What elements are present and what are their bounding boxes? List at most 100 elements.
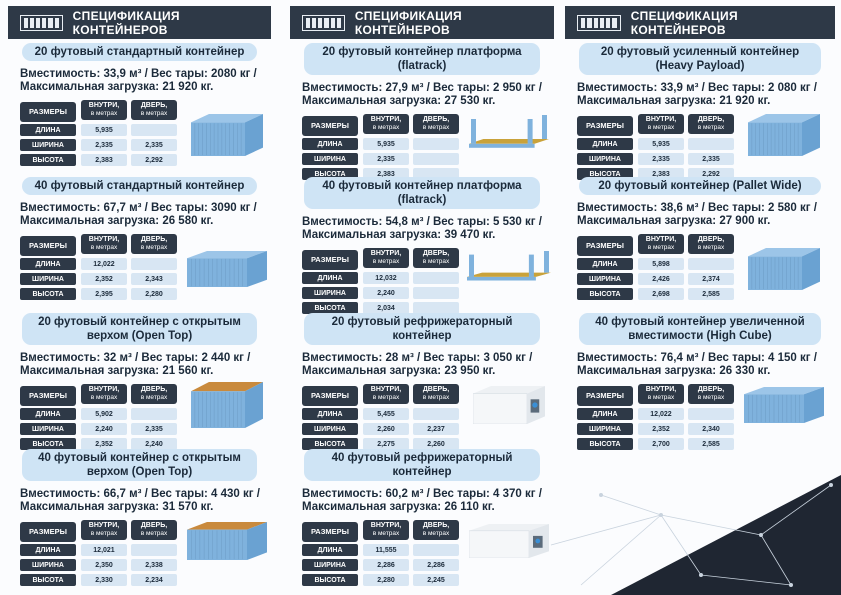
container-image [472, 386, 545, 429]
inside-header: ВНУТРИ,в метрах [363, 248, 409, 268]
unit-label: в метрах [372, 394, 400, 401]
door-header: ДВЕРЬ,в метрах [688, 114, 734, 134]
inside-label: ВНУТРИ, [88, 236, 120, 243]
length-door-value [688, 408, 734, 420]
width-door-value: 2,237 [413, 423, 459, 435]
door-header: ДВЕРЬ,в метрах [131, 384, 177, 404]
length-label: ДЛИНА [302, 138, 358, 150]
length-label: ДЛИНА [577, 258, 633, 270]
door-label: ДВЕРЬ, [422, 250, 450, 257]
height-label: ВЫСОТА [20, 154, 76, 166]
capacity-line: Вместимость: 54,8 м³ / Вес тары: 5 530 к… [302, 216, 542, 228]
section-title: 20 футовый стандартный контейнер [22, 43, 257, 61]
container-image [748, 114, 820, 161]
length-inside-value: 5,935 [81, 124, 127, 136]
section-title: 40 футовый стандартный контейнер [22, 177, 257, 195]
unit-label: в метрах [697, 394, 725, 401]
length-inside-value: 12,022 [638, 408, 684, 420]
section-title: 20 футовый контейнер (Pallet Wide) [579, 177, 821, 195]
length-label: ДЛИНА [577, 138, 633, 150]
container-icon [577, 14, 621, 31]
container-image [191, 382, 263, 433]
length-label: ДЛИНА [302, 544, 358, 556]
length-inside-value: 5,902 [81, 408, 127, 420]
inside-label: ВНУТРИ, [88, 102, 120, 109]
inside-label: ВНУТРИ, [88, 522, 120, 529]
width-door-value: 2,335 [131, 139, 177, 151]
unit-label: в метрах [647, 244, 675, 251]
door-label: ДВЕРЬ, [697, 116, 725, 123]
width-label: ШИРИНА [302, 153, 358, 165]
height-door-value: 2,260 [413, 438, 459, 450]
door-label: ДВЕРЬ, [697, 236, 725, 243]
height-door-value [413, 302, 459, 314]
width-door-value [413, 287, 459, 299]
width-inside-value: 2,350 [81, 559, 127, 571]
inside-label: ВНУТРИ, [645, 386, 677, 393]
panel-header: СПЕЦИФИКАЦИЯ КОНТЕЙНЕРОВ [8, 6, 271, 39]
inside-header: ВНУТРИ,в метрах [81, 100, 127, 120]
capacity-line: Вместимость: 60,2 м³ / Вес тары: 4 370 к… [302, 488, 542, 500]
inside-header: ВНУТРИ,в метрах [638, 114, 684, 134]
unit-label: в метрах [90, 394, 118, 401]
door-header: ДВЕРЬ,в метрах [413, 248, 459, 268]
sizes-header: РАЗМЕРЫ [302, 386, 358, 406]
max-load-line: Максимальная загрузка: 39 470 кг. [302, 229, 496, 241]
width-inside-value: 2,260 [363, 423, 409, 435]
height-inside-value: 2,034 [363, 302, 409, 314]
inside-label: ВНУТРИ, [370, 522, 402, 529]
height-door-value: 2,585 [688, 288, 734, 300]
capacity-line: Вместимость: 66,7 м³ / Вес тары: 4 430 к… [20, 488, 260, 500]
capacity-line: Вместимость: 32 м³ / Вес тары: 2 440 кг … [20, 352, 251, 364]
container-image [187, 251, 267, 292]
section-title: 20 футовый контейнер с открытым верхом (… [22, 313, 257, 345]
length-door-value [688, 258, 734, 270]
length-inside-value: 12,022 [81, 258, 127, 270]
height-inside-value: 2,383 [81, 154, 127, 166]
length-label: ДЛИНА [20, 544, 76, 556]
section-title: 40 футовый контейнер платформа (flatrack… [304, 177, 540, 209]
height-inside-value: 2,700 [638, 438, 684, 450]
unit-label: в метрах [422, 124, 450, 131]
max-load-line: Максимальная загрузка: 21 920 кг. [577, 95, 771, 107]
sizes-header: РАЗМЕРЫ [20, 102, 76, 122]
width-label: ШИРИНА [302, 423, 358, 435]
height-label: ВЫСОТА [577, 438, 633, 450]
width-label: ШИРИНА [20, 423, 76, 435]
door-label: ДВЕРЬ, [140, 522, 168, 529]
container-image [468, 524, 549, 563]
height-label: ВЫСОТА [577, 288, 633, 300]
width-inside-value: 2,426 [638, 273, 684, 285]
width-inside-value: 2,286 [363, 559, 409, 571]
width-label: ШИРИНА [302, 559, 358, 571]
sizes-header: РАЗМЕРЫ [20, 236, 76, 256]
panel-header: СПЕЦИФИКАЦИЯ КОНТЕЙНЕРОВ [565, 6, 835, 39]
length-label: ДЛИНА [302, 272, 358, 284]
section-title: 40 футовый контейнер увеличенной вместим… [579, 313, 821, 345]
inside-header: ВНУТРИ,в метрах [363, 520, 409, 540]
height-label: ВЫСОТА [302, 438, 358, 450]
width-inside-value: 2,335 [638, 153, 684, 165]
unit-label: в метрах [422, 258, 450, 265]
inside-label: ВНУТРИ, [370, 250, 402, 257]
length-inside-value: 11,555 [363, 544, 409, 556]
length-door-value [413, 408, 459, 420]
door-label: ДВЕРЬ, [140, 386, 168, 393]
width-inside-value: 2,240 [363, 287, 409, 299]
capacity-text: Вместимость: 54,8 м³ / Вес тары: 5 530 к… [302, 216, 544, 242]
container-spec-section: 20 футовый контейнер платформа (flatrack… [290, 43, 554, 180]
height-door-value: 2,292 [131, 154, 177, 166]
height-label: ВЫСОТА [20, 574, 76, 586]
inside-header: ВНУТРИ,в метрах [638, 384, 684, 404]
section-title: 20 футовый рефрижераторный контейнер [304, 313, 540, 345]
door-header: ДВЕРЬ,в метрах [413, 114, 459, 134]
door-label: ДВЕРЬ, [697, 386, 725, 393]
unit-label: в метрах [647, 394, 675, 401]
door-header: ДВЕРЬ,в метрах [688, 384, 734, 404]
length-inside-value: 5,935 [638, 138, 684, 150]
